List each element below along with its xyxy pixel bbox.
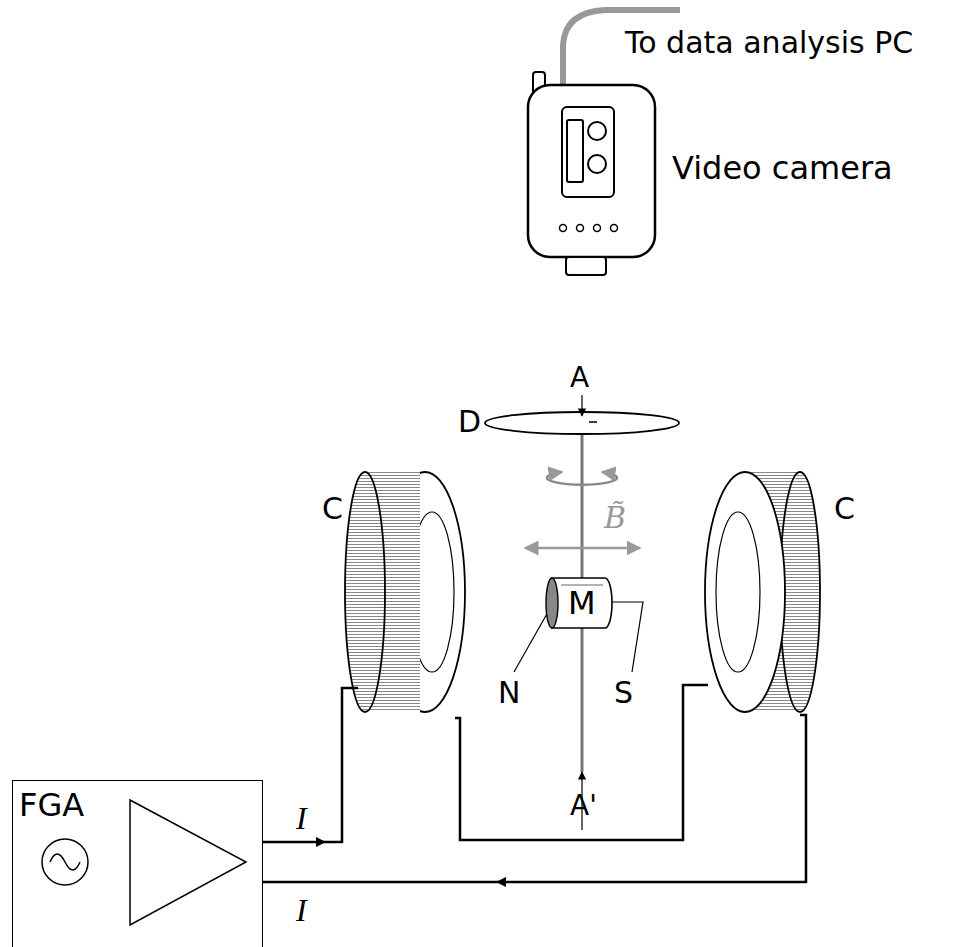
axis-label: A' bbox=[570, 792, 597, 820]
current-arrow bbox=[285, 841, 325, 843]
magnet-shading bbox=[561, 585, 603, 586]
generator-amplifier-box: FGA bbox=[12, 780, 263, 947]
part-label: C bbox=[834, 494, 855, 524]
magnet-label: M bbox=[568, 587, 596, 619]
part-label: D bbox=[458, 407, 481, 437]
pole-label: N bbox=[498, 678, 520, 708]
current-label: I bbox=[296, 894, 307, 926]
magnet-north-face bbox=[546, 578, 558, 628]
wires bbox=[263, 685, 806, 882]
device-label: FGA bbox=[19, 789, 84, 821]
magnet-body bbox=[551, 578, 612, 628]
magnet: M bbox=[545, 577, 613, 629]
disc-and-shaft bbox=[485, 395, 679, 830]
pole-label: S bbox=[614, 678, 633, 708]
current-label: I bbox=[296, 802, 307, 834]
axis-label: A bbox=[570, 364, 589, 392]
current-arrow bbox=[497, 881, 560, 883]
device-note: To data analysis PC bbox=[625, 28, 913, 58]
part-label: C bbox=[322, 494, 343, 524]
coil bbox=[345, 472, 465, 712]
field-label: B̃ bbox=[604, 503, 626, 533]
device-name: Video camera bbox=[672, 152, 893, 184]
coil bbox=[705, 472, 820, 712]
